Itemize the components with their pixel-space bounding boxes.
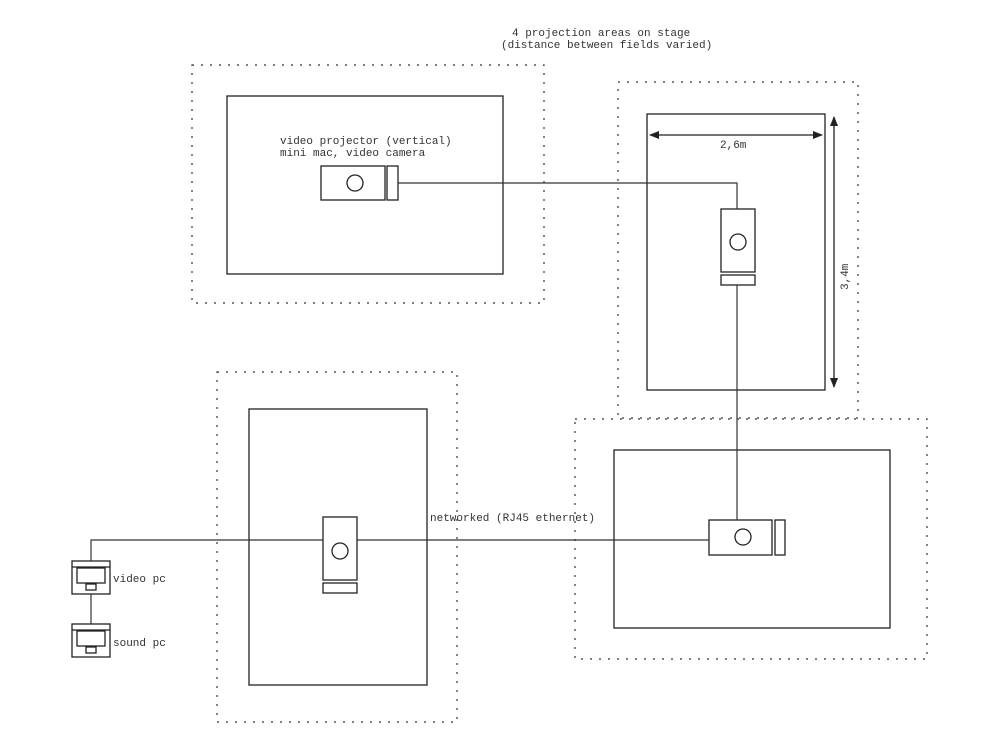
projector-note-line-1: video projector (vertical) bbox=[280, 136, 452, 148]
title-line-1: 4 projection areas on stage bbox=[512, 28, 690, 40]
projection-area-bottom-right bbox=[574, 418, 928, 660]
projection-field bbox=[613, 449, 891, 629]
wire-video-pc-to-bottom-left bbox=[90, 539, 323, 561]
projector-icon bbox=[322, 516, 358, 594]
projection-field bbox=[226, 95, 504, 275]
projector-icon bbox=[320, 165, 399, 201]
height-dimension-label: 3,4m bbox=[840, 263, 852, 290]
computer-icon bbox=[71, 623, 111, 658]
projection-area-top-left: video projector (vertical) mini mac, vid… bbox=[191, 64, 545, 304]
wire-top-left-to-top-right bbox=[398, 182, 738, 209]
projection-field bbox=[646, 113, 826, 391]
computer-icon bbox=[71, 560, 111, 595]
stage-boundary bbox=[191, 64, 545, 304]
sound-pc: sound pc bbox=[71, 623, 166, 658]
computer-label: video pc bbox=[113, 574, 166, 586]
video-pc: video pc bbox=[71, 560, 166, 595]
network-cabling bbox=[90, 182, 738, 624]
width-dimension-label: 2,6m bbox=[720, 140, 747, 152]
stage-boundary bbox=[574, 418, 928, 660]
stage-boundary bbox=[216, 371, 458, 723]
title-line-2: (distance between fields varied) bbox=[501, 40, 712, 52]
projection-area-bottom-left bbox=[216, 371, 458, 723]
projection-field bbox=[248, 408, 428, 686]
projector-icon bbox=[720, 208, 756, 286]
projection-area-top-right: 2,6m 3,4m bbox=[617, 81, 859, 419]
computer-label: sound pc bbox=[113, 638, 166, 650]
projector-icon bbox=[708, 519, 786, 556]
network-label: networked (RJ45 ethernet) bbox=[430, 513, 595, 525]
projector-note-line-2: mini mac, video camera bbox=[280, 148, 426, 160]
